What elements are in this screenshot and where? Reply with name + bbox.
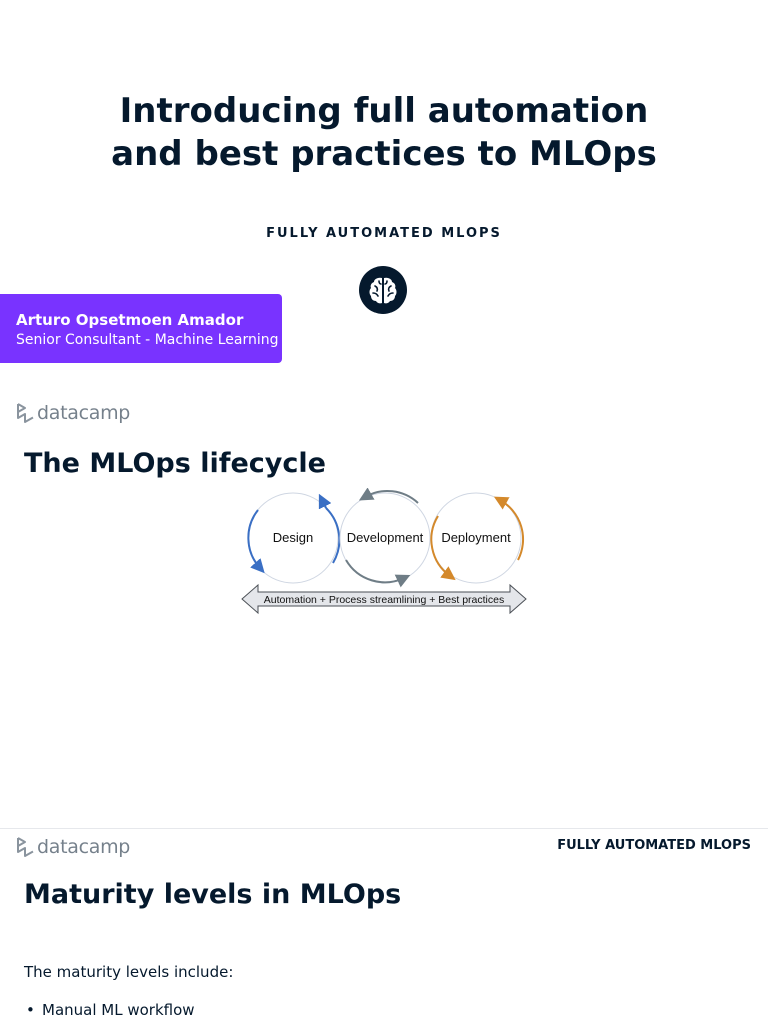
design-stage: Design bbox=[247, 492, 341, 584]
datacamp-logo: datacamp bbox=[15, 402, 130, 424]
slide-title: Maturity levels in MLOps bbox=[24, 879, 402, 910]
datacamp-logo-icon bbox=[17, 403, 34, 423]
title-slide: Introducing full automation and best pra… bbox=[0, 0, 768, 392]
course-subtitle: FULLY AUTOMATED MLOPS bbox=[266, 226, 502, 241]
course-tag: FULLY AUTOMATED MLOPS bbox=[557, 838, 751, 853]
datacamp-logo-text: datacamp bbox=[37, 836, 131, 858]
datacamp-logo-text: datacamp bbox=[37, 402, 131, 424]
course-title: Introducing full automation and best pra… bbox=[111, 91, 657, 174]
practices-banner: Automation + Process streamlining + Best… bbox=[241, 583, 527, 615]
development-arc-top bbox=[358, 488, 419, 504]
datacamp-logo: datacamp bbox=[15, 836, 130, 858]
development-stage: Development bbox=[339, 488, 431, 588]
deployment-stage: Deployment bbox=[430, 492, 525, 584]
development-arc-bottom bbox=[345, 559, 411, 588]
author-role: Senior Consultant - Machine Learning bbox=[16, 332, 279, 348]
author-box: Arturo Opsetmoen Amador Senior Consultan… bbox=[0, 294, 282, 363]
slide-title: The MLOps lifecycle bbox=[24, 448, 326, 479]
maturity-list: Manual ML workflow bbox=[24, 1001, 195, 1019]
design-arc-left bbox=[247, 509, 265, 574]
deployment-label: Deployment bbox=[441, 530, 511, 545]
design-label: Design bbox=[273, 530, 313, 545]
design-arc-right bbox=[325, 507, 341, 564]
deployment-arc-left bbox=[430, 515, 456, 581]
author-name: Arturo Opsetmoen Amador bbox=[16, 311, 244, 329]
lifecycle-slide: datacamp The MLOps lifecycle Design bbox=[0, 392, 768, 826]
maturity-slide: datacamp FULLY AUTOMATED MLOPS Maturity … bbox=[0, 828, 768, 1025]
intro-text: The maturity levels include: bbox=[24, 963, 234, 981]
development-label: Development bbox=[347, 530, 424, 545]
brain-icon bbox=[359, 266, 407, 314]
deployment-arc-right bbox=[493, 496, 525, 561]
datacamp-logo-icon bbox=[17, 837, 34, 857]
mlops-lifecycle-diagram: Design Development Deployment Automation… bbox=[241, 488, 527, 615]
list-item: Manual ML workflow bbox=[24, 1001, 195, 1019]
banner-text: Automation + Process streamlining + Best… bbox=[264, 594, 504, 606]
